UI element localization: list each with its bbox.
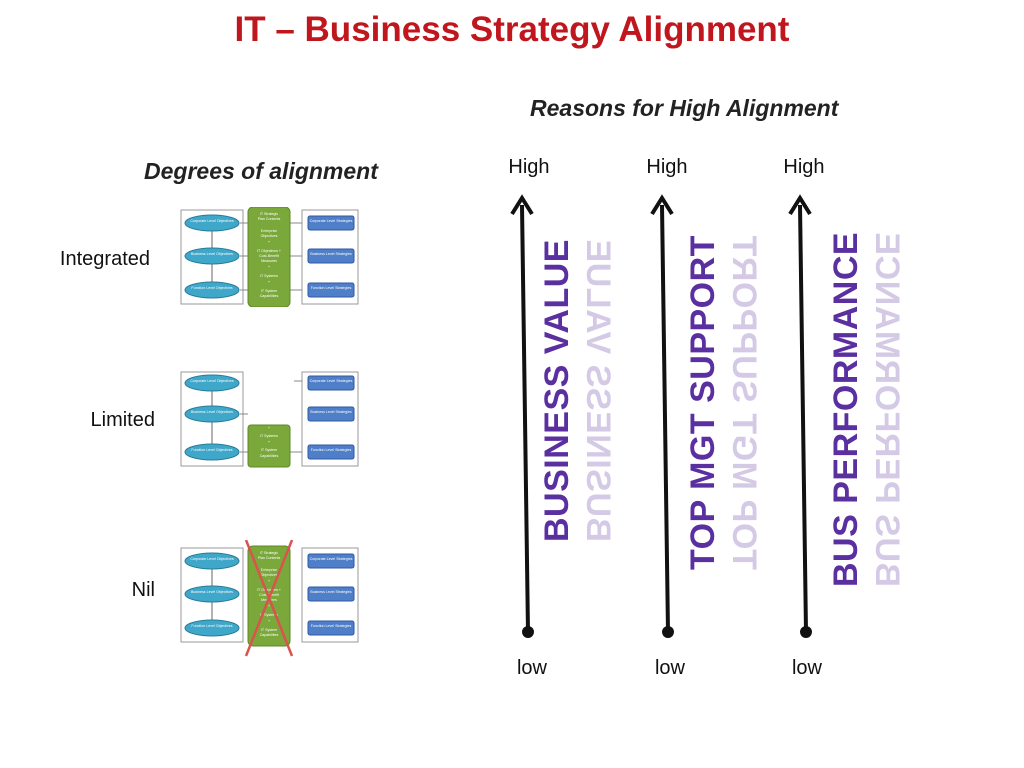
svg-text:Business Level Objectives: Business Level Objectives: [191, 590, 233, 594]
svg-text:Function Level Strategies: Function Level Strategies: [311, 448, 352, 452]
svg-text:IT Systems: IT Systems: [260, 274, 278, 278]
svg-text:Corporate Level Strategies: Corporate Level Strategies: [310, 219, 353, 223]
limited-diagram: Corporate Level Objectives Business Leve…: [178, 369, 362, 469]
arrow-3-low-label: low: [791, 657, 822, 679]
svg-text:Enterprise: Enterprise: [261, 568, 277, 572]
reasons-heading: Reasons for High Alignment: [530, 95, 839, 121]
integrated-diagram-graphic: Corporate Level Objectives Business Leve…: [180, 206, 359, 308]
arrow-3-high-label: High: [783, 156, 825, 178]
svg-text:IT Systems: IT Systems: [260, 613, 278, 617]
svg-text:Business Level Strategies: Business Level Strategies: [310, 590, 352, 594]
obj-3-label: Function Level Objectives: [191, 286, 232, 290]
nil-diagram-graphic: Corporate Level Objectives Business Leve…: [180, 539, 359, 657]
bus-performance-label: BUS PERFORMANCE BUS PERFORMANCE: [827, 231, 906, 587]
svg-text:Objectives: Objectives: [261, 573, 278, 577]
svg-text:+: +: [268, 426, 270, 430]
svg-text:IT Objectives +: IT Objectives +: [257, 588, 281, 592]
svg-text:Function Level Strategies: Function Level Strategies: [311, 624, 352, 628]
svg-text:IT Objectives +: IT Objectives +: [257, 249, 281, 253]
svg-text:+: +: [268, 604, 270, 608]
business-value-label: BUSINESS VALUE BUSINESS VALUE: [538, 239, 617, 542]
svg-text:IT System: IT System: [261, 289, 277, 293]
svg-text:IT Strategic: IT Strategic: [260, 551, 279, 555]
svg-text:Enterprise: Enterprise: [261, 229, 277, 233]
svg-text:Business Level Objectives: Business Level Objectives: [191, 410, 233, 414]
svg-text:Corporate Level Objectives: Corporate Level Objectives: [190, 379, 234, 383]
svg-text:Capabilities: Capabilities: [260, 454, 279, 458]
svg-text:Corporate Level Strategies: Corporate Level Strategies: [310, 557, 353, 561]
bus-performance-reflection: BUS PERFORMANCE: [868, 231, 906, 587]
svg-text:+: +: [268, 440, 270, 444]
nil-diagram: Corporate Level Objectives Business Leve…: [178, 539, 362, 658]
svg-text:Plan Contents: Plan Contents: [258, 217, 281, 221]
svg-text:Function Level Objectives: Function Level Objectives: [191, 448, 232, 452]
svg-text:Objectives: Objectives: [261, 234, 278, 238]
obj-1-label: Corporate Level Objectives: [190, 219, 234, 223]
svg-text:+: +: [268, 579, 270, 583]
level-label-integrated: Integrated: [59, 248, 150, 270]
level-label-nil: Nil: [131, 579, 155, 601]
top-mgt-support-reflection: TOP MGT SUPPORT: [725, 235, 763, 570]
svg-text:IT System: IT System: [261, 628, 277, 632]
svg-text:Business Level Strategies: Business Level Strategies: [310, 410, 352, 414]
top-mgt-support-label: TOP MGT SUPPORT TOP MGT SUPPORT: [684, 235, 763, 570]
cross-line-2: [244, 539, 294, 657]
svg-text:Plan Contents: Plan Contents: [258, 556, 281, 560]
svg-text:IT System: IT System: [261, 448, 277, 452]
limited-diagram-graphic: Corporate Level Objectives Business Leve…: [180, 371, 359, 468]
svg-text:IT Systems: IT Systems: [260, 434, 278, 438]
svg-text:+: +: [268, 265, 270, 269]
svg-text:Capabilities: Capabilities: [260, 294, 279, 298]
svg-text:Business Level Strategies: Business Level Strategies: [310, 252, 352, 256]
obj-2-label: Business Level Objectives: [191, 252, 233, 256]
svg-text:Cost-Benefit: Cost-Benefit: [259, 254, 279, 258]
svg-text:Corporate Level Strategies: Corporate Level Strategies: [310, 379, 353, 383]
svg-text:Function Level Strategies: Function Level Strategies: [311, 286, 352, 290]
svg-text:Capabilities: Capabilities: [260, 633, 279, 637]
svg-text:Function Level Objectives: Function Level Objectives: [191, 624, 232, 628]
svg-text:Measures: Measures: [261, 259, 277, 263]
svg-text:+: +: [268, 240, 270, 244]
arrow-2-low-label: low: [654, 657, 685, 679]
svg-text:+: +: [268, 280, 270, 284]
degrees-heading: Degrees of alignment: [144, 158, 378, 184]
svg-text:IT Strategic: IT Strategic: [260, 212, 279, 216]
integrated-diagram: Corporate Level Objectives Business Leve…: [178, 206, 362, 308]
slide-title: IT – Business Strategy Alignment: [234, 10, 790, 49]
arrow-1-low-label: low: [516, 657, 547, 679]
level-label-limited: Limited: [90, 409, 155, 431]
arrow-1-high-label: High: [508, 156, 550, 178]
svg-text:+: +: [268, 619, 270, 623]
svg-text:Corporate Level Objectives: Corporate Level Objectives: [190, 557, 234, 561]
arrow-2-high-label: High: [646, 156, 688, 178]
business-value-reflection: BUSINESS VALUE: [579, 239, 617, 542]
